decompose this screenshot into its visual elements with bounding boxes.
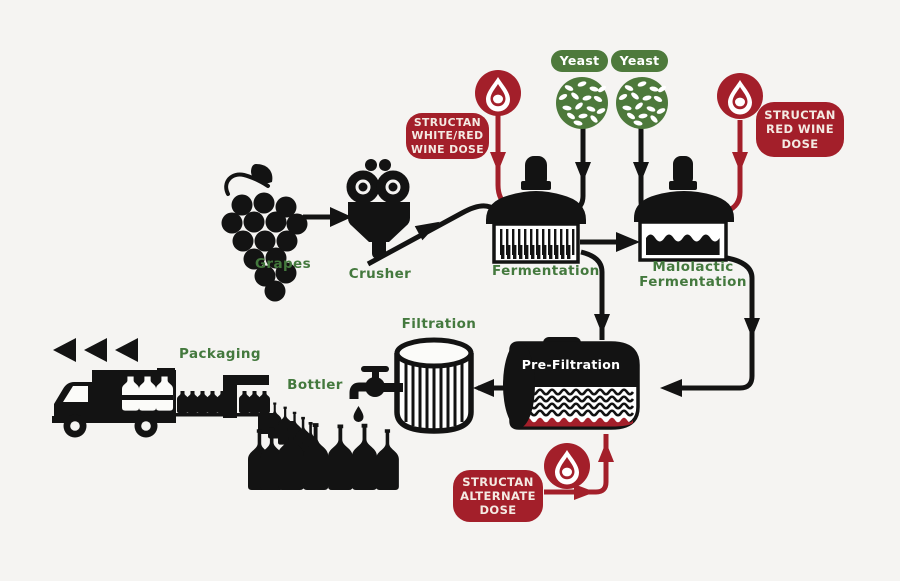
packaging-label: Packaging [179, 346, 261, 362]
malolactic-label: Malolactic Fermentation [639, 259, 747, 290]
arrow-crusher-to-fermentation [414, 221, 440, 241]
arrow-prefiltration-to-filtration [473, 379, 494, 397]
prefiltration-tank-icon [503, 337, 640, 430]
wine-drop-icon-whitered [475, 70, 521, 116]
fermentation-tank-icon [486, 156, 586, 264]
arrow-redwine-dose [732, 152, 748, 172]
structan-whitered-dose-badge: STRUCTAN WHITE/RED WINE DOSE [406, 113, 489, 159]
wine-drop-icon-alternate [544, 443, 590, 489]
arrow-malolactic-down [744, 318, 760, 338]
badge-line: ALTERNATE [460, 489, 536, 503]
yeast-badge-left: Yeast [551, 50, 608, 72]
arrow-yeast-left [575, 162, 591, 182]
fermentation-label: Fermentation [492, 263, 600, 279]
grapes-label: Grapes [254, 256, 312, 272]
delivery-truck-icon [52, 370, 176, 438]
filtration-label: Filtration [401, 316, 477, 332]
prefiltration-label: Pre-Filtration [521, 357, 621, 372]
crusher-label: Crusher [348, 266, 412, 282]
arrow-fermentation-to-prefiltration [594, 314, 610, 334]
bottler-label: Bottler [287, 377, 343, 393]
arrow-fermentation-to-malolactic [616, 232, 640, 252]
malolactic-tank-icon [634, 156, 734, 262]
faucet-icon [349, 366, 403, 422]
arrow-into-prefiltration [660, 379, 682, 397]
arrow-yeast-right [633, 162, 649, 182]
arrow-whitered-dose [490, 152, 506, 172]
badge-line: DOSE [781, 136, 819, 151]
structan-redwine-dose-badge: STRUCTAN RED WINE DOSE [756, 102, 844, 157]
triple-left-arrows-icon [53, 338, 138, 362]
yeast-cells-icon-left [556, 77, 608, 129]
badge-line: STRUCTAN [413, 116, 482, 130]
filter-column-icon [394, 337, 474, 434]
arrow-alternate-dose-up [598, 442, 614, 462]
yeast-badge-right: Yeast [611, 50, 668, 72]
badge-line: DOSE [479, 503, 517, 517]
badge-line: WINE DOSE [411, 142, 484, 156]
badge-line: STRUCTAN [764, 107, 836, 122]
arrow-alternate-dose-right [574, 484, 595, 500]
grape-bunch-icon [221, 164, 308, 302]
crusher-machine-icon [346, 159, 410, 259]
yeast-cells-icon-right [616, 77, 668, 129]
arrow-grapes-to-crusher [330, 207, 352, 227]
badge-line: RED WINE [766, 122, 834, 137]
badge-line: WHITE/RED [411, 129, 484, 143]
structan-alternate-dose-badge: STRUCTAN ALTERNATE DOSE [453, 470, 543, 522]
badge-line: STRUCTAN [462, 475, 534, 489]
